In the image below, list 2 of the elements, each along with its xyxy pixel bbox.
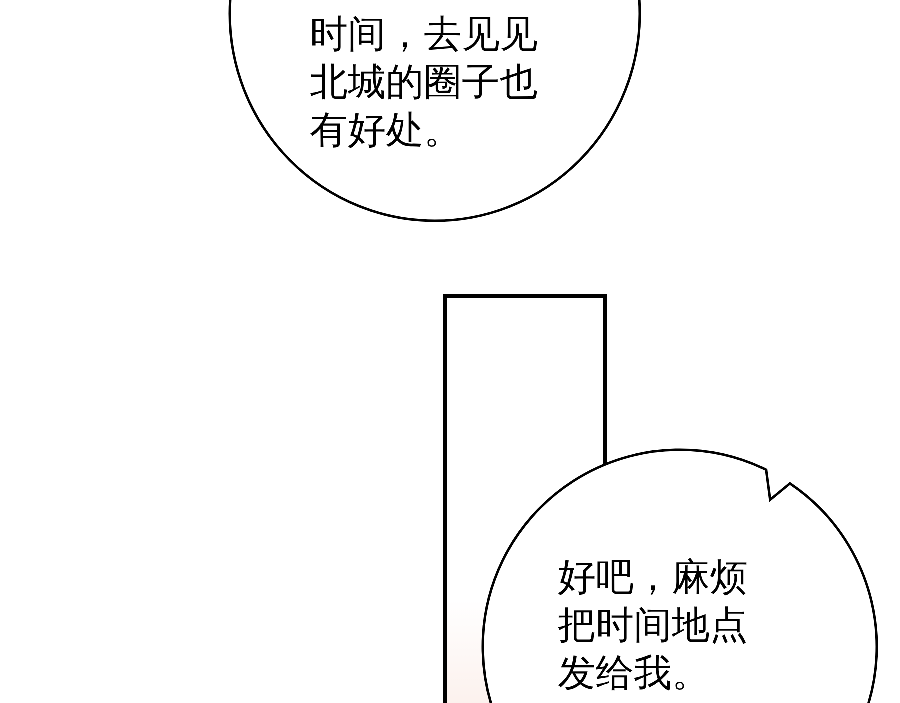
speech-text: 好吧，麻烦把时间地点发给我。 xyxy=(558,554,749,697)
speech-text: 时间，去见见北城的圈子也有好处。 xyxy=(310,11,539,154)
